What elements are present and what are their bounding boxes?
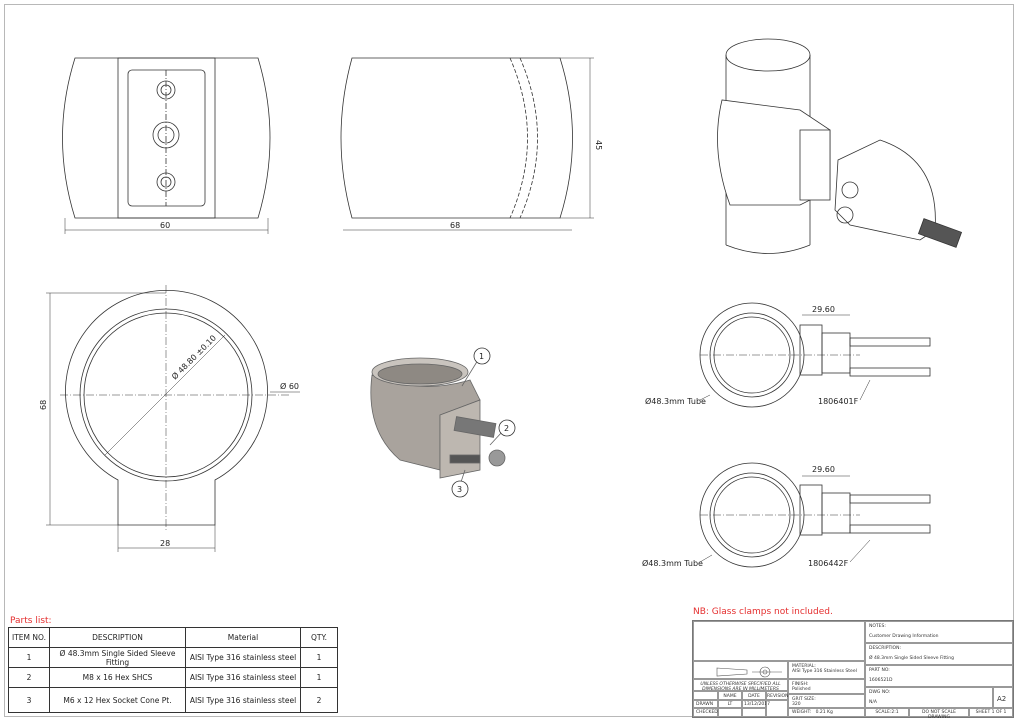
table-row: 1 Ø 48.3mm Single Sided Sleeve Fitting A… — [8, 647, 338, 668]
part-no-cell: PART NO:1606521D — [865, 665, 1013, 687]
title-block: NOTES:Customer Drawing Information DESCR… — [692, 620, 1014, 720]
side-view — [340, 57, 594, 231]
table-row: 3 M6 x 12 Hex Socket Cone Pt. AISI Type … — [8, 687, 338, 713]
header-material: Material — [185, 627, 301, 648]
header-qty: QTY. — [300, 627, 338, 648]
header-description: DESCRIPTION — [49, 627, 186, 648]
cell: 2 — [8, 667, 50, 688]
weight-cell: WEIGHT: 0.21 Kg — [788, 708, 865, 717]
parts-list-title: Parts list: — [10, 616, 52, 626]
bore-dim: Ø 48.80 ±0.10 — [169, 333, 218, 382]
cell: AISI Type 316 stainless steel — [185, 667, 301, 688]
side-height-dim: 45 — [594, 140, 603, 150]
section-view — [46, 285, 300, 552]
cell: M6 x 12 Hex Socket Cone Pt. — [49, 687, 186, 713]
front-view — [62, 57, 271, 234]
cell: M8 x 16 Hex SHCS — [49, 667, 186, 688]
description-cell: DESCRIPTION:Ø 48.3mm Single Sided Sleeve… — [865, 643, 1013, 665]
cell: 1 — [8, 647, 50, 668]
iso-part-view — [370, 347, 516, 498]
cell: AISI Type 316 stainless steel — [185, 687, 301, 713]
cell: 3 — [8, 687, 50, 713]
side-width-dim: 68 — [450, 221, 460, 230]
sheet-number: SHEET 1 OF 1 — [969, 708, 1013, 717]
balloon-1: 1 — [479, 352, 484, 361]
front-width-dim: 60 — [160, 221, 170, 230]
scale: SCALE:2:1 — [865, 708, 909, 717]
balloon-3: 3 — [457, 485, 462, 494]
cell: Ø 48.3mm Single Sided Sleeve Fitting — [49, 647, 186, 668]
table-header-row: ITEM NO. DESCRIPTION Material QTY. — [8, 627, 338, 648]
header-item-no: ITEM NO. — [8, 627, 50, 648]
assembly-plan-2 — [699, 462, 931, 568]
assembly-2-tube-label: Ø48.3mm Tube — [642, 558, 703, 568]
assembly-1-offset-dim: 29.60 — [812, 305, 835, 314]
iso-assembly-view — [717, 38, 963, 254]
cell: 1 — [300, 647, 338, 668]
sheet-size: A2 — [993, 687, 1013, 708]
note-text: NB: Glass clamps not included. — [693, 607, 833, 617]
checked-label: CHECKED — [693, 708, 718, 717]
drawn-label: DRAWN — [693, 700, 718, 708]
parts-list-table: ITEM NO. DESCRIPTION Material QTY. 1 Ø 4… — [8, 627, 338, 713]
finish-cell: FINISH:Polished — [788, 679, 865, 694]
dwg-no-cell: DWG NO:N/A — [865, 687, 993, 708]
blank-area — [693, 621, 865, 661]
drawn-date: 13/12/2017 — [742, 700, 770, 708]
assembly-2-part-label: 1806442F — [808, 559, 849, 568]
cell: 2 — [300, 687, 338, 713]
material-cell: MATERIAL:AISI Type 316 Stainless Steel — [788, 661, 865, 679]
outer-dim: Ø 60 — [280, 381, 299, 391]
assembly-plan-1 — [699, 302, 931, 408]
table-row: 2 M8 x 16 Hex SHCS AISI Type 316 stainle… — [8, 667, 338, 688]
col-revision: REVISION — [766, 691, 788, 700]
do-not-scale: DO NOT SCALE DRAWING — [909, 708, 969, 720]
drawing-frame — [4, 4, 1014, 717]
section-height-dim: 68 — [39, 400, 48, 410]
notes-cell: NOTES:Customer Drawing Information — [865, 621, 1013, 643]
projection-symbol — [693, 661, 788, 679]
assembly-2-offset-dim: 29.60 — [812, 465, 835, 474]
assembly-1-tube-label: Ø48.3mm Tube — [645, 396, 706, 406]
balloon-2: 2 — [504, 424, 509, 433]
section-tab-dim: 28 — [160, 539, 170, 548]
drawn-name: LT — [718, 700, 742, 708]
cell: 1 — [300, 667, 338, 688]
assembly-1-part-label: 1806401F — [818, 397, 859, 406]
grit-cell: GRIT SIZE:320 — [788, 694, 865, 708]
cell: AISI Type 316 stainless steel — [185, 647, 301, 668]
col-date: DATE — [742, 691, 766, 700]
units-note: UNLESS OTHERWISE SPECIFIED ALL DIMENSION… — [693, 679, 788, 692]
col-name: NAME — [718, 691, 742, 700]
